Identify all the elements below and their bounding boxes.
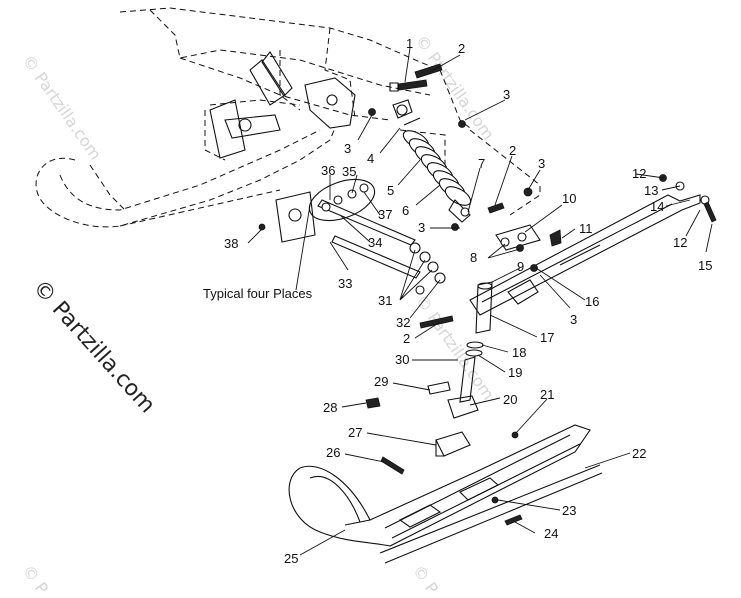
callout-3: 3	[418, 220, 425, 235]
tie-rod-assembly	[258, 178, 459, 329]
callout-13: 13	[644, 183, 658, 198]
callout-27: 27	[348, 425, 362, 440]
typical-four-places-caption: Typical four Places	[203, 286, 313, 301]
watermark-tile-1: © Partzilla.com	[19, 51, 105, 163]
callout-37: 37	[378, 207, 392, 222]
callout-14: 14	[650, 199, 664, 214]
callout-7: 7	[478, 156, 485, 171]
callout-3: 3	[503, 87, 510, 102]
callout-34: 34	[368, 235, 382, 250]
callout-10: 10	[562, 191, 576, 206]
callout-3: 3	[344, 141, 351, 156]
callouts: 1 2 3 3 4 2 3 5 6 7 10 11 12 13 14 12 15…	[224, 36, 712, 566]
callout-6: 6	[402, 203, 409, 218]
ski	[288, 424, 603, 564]
callout-28: 28	[323, 400, 337, 415]
leader-lines	[247, 47, 713, 556]
watermark-tile-3: © Partzilla.com	[412, 291, 498, 403]
callout-26: 26	[326, 445, 340, 460]
callout-16: 16	[585, 294, 599, 309]
callout-29: 29	[374, 374, 388, 389]
callout-2: 2	[403, 331, 410, 346]
callout-20: 20	[503, 392, 517, 407]
callout-24: 24	[544, 526, 558, 541]
partzilla-side-watermark: © Partzilla.com	[28, 275, 160, 418]
callout-18: 18	[512, 345, 526, 360]
callout-36: 36	[321, 163, 335, 178]
callout-15: 15	[698, 258, 712, 273]
watermark-corner-1: © P	[19, 561, 52, 597]
callout-21: 21	[540, 387, 554, 402]
far-side-spindle	[209, 51, 356, 159]
callout-32: 32	[396, 315, 410, 330]
callout-3: 3	[570, 312, 577, 327]
shock-spring	[402, 130, 472, 206]
callout-2: 2	[458, 41, 465, 56]
far-side-ski	[35, 127, 336, 228]
chassis-outline	[119, 7, 541, 216]
callout-4: 4	[367, 151, 374, 166]
callout-5: 5	[387, 183, 394, 198]
callout-33: 33	[338, 276, 352, 291]
callout-2: 2	[509, 143, 516, 158]
shock-absorber	[392, 99, 472, 223]
callout-12: 12	[632, 166, 646, 181]
callout-23: 23	[562, 503, 576, 518]
callout-12: 12	[673, 235, 687, 250]
callout-1: 1	[406, 36, 413, 51]
spindle-assembly	[365, 341, 484, 457]
callout-17: 17	[540, 330, 554, 345]
callout-19: 19	[508, 365, 522, 380]
callout-30: 30	[395, 352, 409, 367]
watermark-tile-2: © Partzilla.com	[412, 31, 498, 143]
watermark-corner-2: © P	[409, 561, 442, 597]
callout-22: 22	[632, 446, 646, 461]
callout-11: 11	[579, 221, 593, 236]
callout-31: 31	[378, 293, 392, 308]
callout-35: 35	[342, 164, 356, 179]
radius-rod-assembly	[469, 174, 717, 334]
callout-9: 9	[517, 259, 524, 274]
callout-8: 8	[470, 250, 477, 265]
upper-mount-hardware	[368, 63, 533, 214]
callout-3: 3	[538, 156, 545, 171]
callout-25: 25	[284, 551, 298, 566]
callout-38: 38	[224, 236, 238, 251]
